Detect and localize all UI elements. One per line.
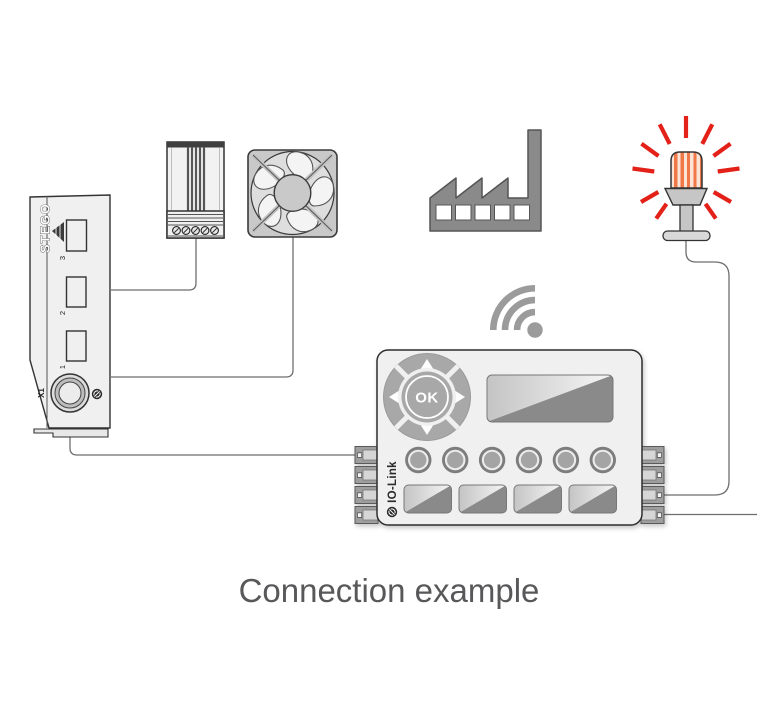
fan-icon	[247, 148, 338, 238]
controller-round-connector-x1: X1	[37, 373, 90, 413]
master-button-2	[442, 446, 469, 474]
controller-port-1	[65, 330, 87, 362]
master-window-3	[514, 485, 562, 513]
factory-icon	[429, 129, 542, 232]
lamp-collar	[663, 187, 709, 206]
heater-fins	[186, 147, 206, 211]
master-right-port-1	[640, 446, 665, 464]
heater-screws	[172, 226, 219, 235]
master-button-3	[478, 446, 506, 474]
lamp-base	[662, 230, 711, 242]
wifi-icon	[489, 284, 543, 338]
master-left-port-4	[354, 506, 379, 524]
controller-port-2-label: 2	[58, 311, 67, 315]
controller-port-3	[65, 219, 88, 252]
stego-logo: STEGO	[38, 203, 64, 253]
io-link-label: IO-Link	[387, 461, 399, 503]
master-left-port-2	[354, 466, 379, 484]
master-window-2	[459, 485, 507, 513]
stego-controller: STEGO 3 2 1 X1	[29, 194, 111, 438]
x1-label: X1	[37, 388, 46, 398]
master-right-port-3	[640, 486, 665, 504]
wire-controller-to-master	[69, 437, 357, 456]
master-right-port-2	[640, 466, 665, 484]
io-link-logo	[386, 506, 398, 518]
wire-lamp-to-master	[664, 241, 730, 496]
ok-button-label: OK	[415, 390, 439, 407]
heater-terminal-block	[166, 210, 225, 239]
controller-port-3-label: 3	[58, 256, 67, 260]
master-left-ports	[354, 446, 379, 524]
io-link-branding: IO-Link	[386, 461, 399, 518]
wires	[69, 237, 757, 516]
master-right-ports	[640, 446, 665, 524]
caption: Connection example	[239, 572, 540, 609]
fan-hub	[273, 173, 312, 212]
heater-icon	[166, 141, 225, 239]
controller-port-2	[65, 276, 87, 308]
master-window-4	[569, 485, 617, 513]
controller-base-strip	[33, 428, 109, 438]
factory-windows	[435, 204, 530, 221]
master-window-1	[404, 485, 452, 513]
controller-port-1-label: 1	[58, 365, 67, 369]
master-button-5	[552, 446, 580, 474]
master-display	[486, 374, 614, 423]
lamp-rays	[632, 116, 740, 220]
io-link-master: OK IO-Link	[354, 349, 665, 526]
stego-logo-text: STEGO	[39, 203, 53, 253]
io-link-logo	[91, 388, 103, 400]
master-button-1	[405, 446, 432, 474]
lamp-dome	[670, 151, 703, 189]
master-button-6	[589, 446, 616, 474]
master-button-4	[515, 446, 543, 474]
master-nav-pad: OK	[383, 353, 471, 441]
master-left-port-3	[354, 486, 379, 504]
signal-lamp-icon	[632, 116, 740, 242]
lamp-stem	[679, 204, 694, 233]
wire-heater-to-controller	[111, 238, 197, 291]
master-left-port-1	[354, 446, 379, 464]
controller-body	[29, 194, 111, 429]
stego-logo-pyramid	[52, 222, 64, 242]
fan-guard-struts	[251, 153, 334, 233]
wire-fan-to-controller	[111, 237, 294, 378]
master-right-port-4	[640, 506, 665, 524]
